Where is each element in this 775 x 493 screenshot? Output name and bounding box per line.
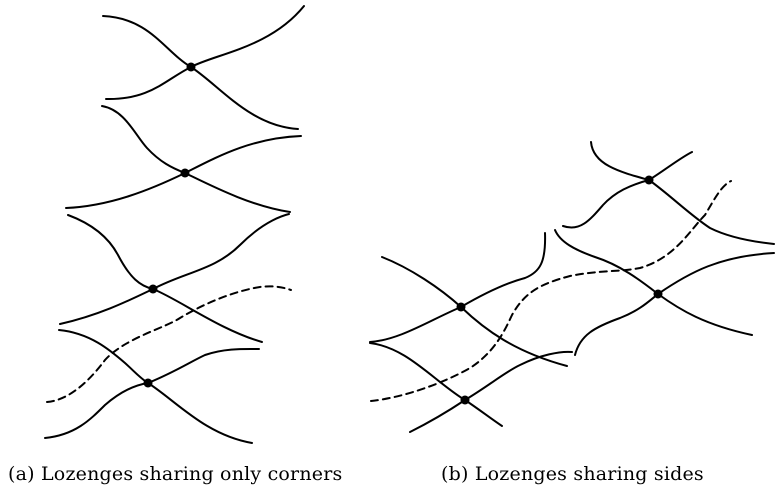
- curve-a8: [44, 347, 260, 439]
- panel-a: [44, 5, 305, 444]
- curve-a1: [102, 15, 299, 130]
- curve-b8: [574, 252, 775, 356]
- curve-b6: [562, 151, 693, 229]
- curve-a6: [59, 213, 290, 325]
- vertex-b4: [653, 289, 663, 299]
- curve-a2: [105, 5, 305, 101]
- curve-a3: [101, 105, 291, 213]
- curve-b7: [554, 229, 753, 336]
- vertex-a3: [148, 284, 158, 294]
- dashed-path-a: [46, 285, 292, 403]
- curve-b2: [369, 232, 547, 343]
- vertex-b3: [644, 175, 654, 185]
- dashed-path-b: [370, 180, 732, 402]
- curve-b3: [369, 342, 503, 427]
- caption-panel-a: (a) Lozenges sharing only corners: [8, 463, 343, 485]
- caption-panel-b: (b) Lozenges sharing sides: [441, 463, 704, 485]
- curve-b5: [590, 141, 775, 245]
- vertex-a2: [180, 168, 190, 178]
- vertex-a1: [186, 62, 196, 72]
- curve-b1: [381, 256, 568, 367]
- curve-a7: [58, 329, 253, 444]
- vertex-b2: [460, 395, 470, 405]
- vertex-a4: [143, 378, 153, 388]
- curve-a5: [67, 214, 263, 343]
- curve-b4: [409, 350, 573, 433]
- vertex-b1: [456, 302, 466, 312]
- panel-b: [369, 141, 775, 433]
